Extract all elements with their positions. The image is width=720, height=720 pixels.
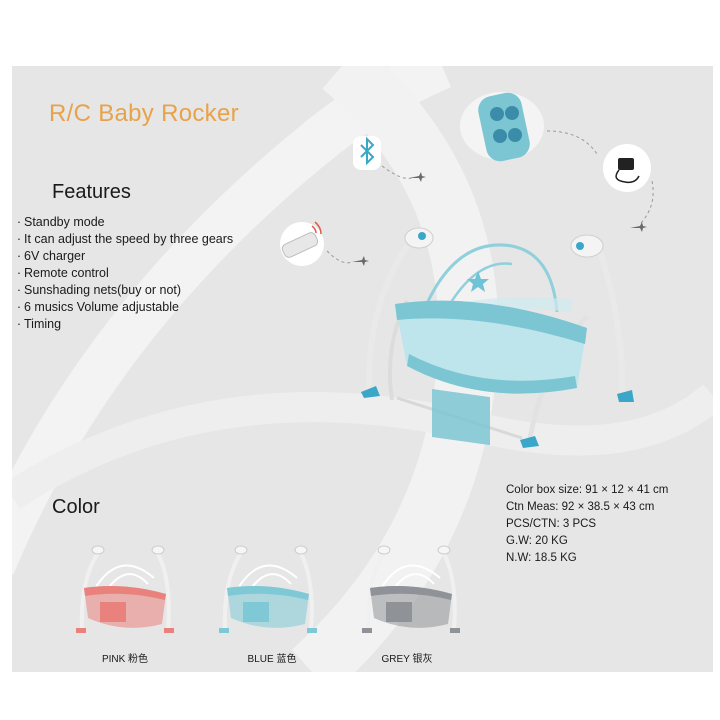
airplane-icon: [352, 172, 647, 266]
feature-list: ·Standby mode ·It can adjust the speed b…: [14, 214, 233, 333]
spec-item: Color box size: 91 × 12 × 41 cm: [506, 484, 669, 496]
spec-item: PCS/CTN: 3 PCS: [506, 518, 597, 530]
list-item: ·Remote control: [16, 266, 109, 280]
features-heading: Features: [52, 181, 131, 203]
list-item: ·Standby mode: [16, 215, 105, 229]
variant-label-grey: GREY 银灰: [381, 654, 433, 665]
spec-item: Ctn Meas: 92 × 38.5 × 43 cm: [506, 501, 655, 513]
remote-control-icon: [280, 221, 324, 266]
list-item: ·6 musics Volume adjustable: [16, 300, 179, 314]
list-item: ·It can adjust the speed by three gears: [16, 232, 234, 246]
product-illustration: [280, 92, 654, 448]
bluetooth-icon: [353, 136, 381, 170]
variant-label-pink: PINK 粉色: [101, 654, 149, 665]
list-item: ·Sunshading nets(buy or not): [16, 283, 182, 297]
main-bassinet: [361, 227, 634, 448]
variant-label-blue: BLUE 蓝色: [247, 654, 297, 665]
list-item: ·Timing: [16, 317, 62, 331]
control-box-icon: [460, 92, 544, 162]
variant-grey-bassinet: [362, 545, 460, 633]
charger-icon: [603, 144, 651, 192]
product-panel: R/C Baby Rocker Features ·Standby mode ·…: [12, 66, 713, 672]
spec-item: G.W: 20 KG: [506, 535, 568, 547]
variant-pink-bassinet: [76, 545, 174, 633]
color-heading: Color: [52, 496, 100, 518]
spec-item: N.W: 18.5 KG: [506, 552, 577, 564]
guide-arrows: [326, 130, 654, 264]
page-title: R/C Baby Rocker: [49, 100, 239, 127]
variant-blue-bassinet: [219, 545, 317, 633]
spec-list: Color box size: 91 × 12 × 41 cm Ctn Meas…: [506, 482, 668, 567]
list-item: ·6V charger: [16, 249, 86, 263]
